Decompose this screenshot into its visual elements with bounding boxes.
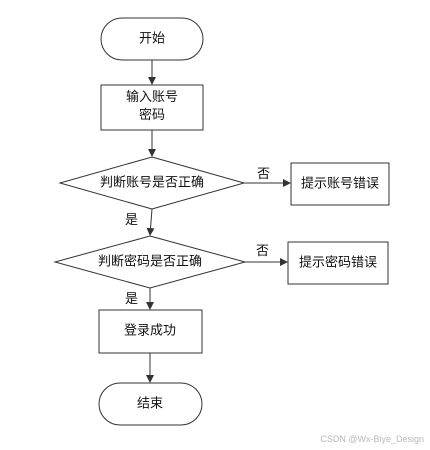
start-label: 开始 bbox=[138, 31, 166, 47]
password-error-box bbox=[287, 241, 389, 285]
password-error-label: 提示密码错误 bbox=[298, 255, 378, 271]
no-label-password: 否 bbox=[256, 244, 270, 259]
end-label: 结束 bbox=[136, 396, 164, 412]
account-error-label: 提示账号错误 bbox=[300, 176, 380, 192]
account-error-box bbox=[290, 162, 390, 206]
input-label-line-1: 输入账号 bbox=[125, 90, 179, 105]
check-account-label: 判断账号是否正确 bbox=[99, 175, 205, 191]
login-success-label: 登录成功 bbox=[123, 323, 177, 339]
input-label-line-2: 密码 bbox=[138, 108, 166, 123]
yes-label-password: 是 bbox=[125, 292, 139, 307]
check-password-label: 判断密码是否正确 bbox=[97, 254, 203, 270]
watermark-text: CSDN @Wx-Biye_Design bbox=[320, 434, 424, 444]
input-label: 输入账号 密码 bbox=[126, 89, 178, 125]
no-label-account: 否 bbox=[257, 167, 271, 182]
input-process-box bbox=[100, 84, 204, 131]
end-terminal bbox=[98, 382, 203, 426]
yes-label-account: 是 bbox=[125, 213, 139, 228]
login-success-box bbox=[98, 309, 203, 354]
arrow-check-account-to-check-password bbox=[146, 208, 155, 236]
